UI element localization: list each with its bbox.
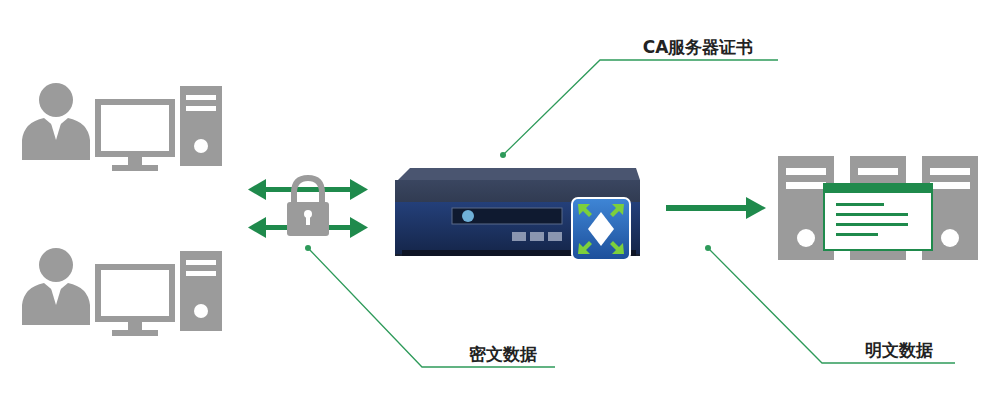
- encrypted-link: [248, 179, 368, 238]
- leader-dot: [500, 152, 506, 158]
- keyhole: [306, 215, 310, 225]
- pc-tower: [180, 251, 222, 331]
- window-titlebar: [824, 184, 932, 193]
- monitor: [98, 267, 172, 319]
- leader-line: [708, 248, 955, 363]
- callout-label: 密文数据: [467, 344, 539, 364]
- pc-tower: [180, 86, 222, 166]
- status-light: [462, 210, 474, 222]
- icon-arrow: [610, 204, 624, 217]
- port: [512, 232, 526, 241]
- arrow-head: [248, 217, 266, 238]
- lock-icon: [287, 178, 329, 236]
- icon-tile: [572, 198, 630, 260]
- drive-slot: [186, 260, 216, 265]
- lock-shackle: [294, 178, 322, 204]
- text-line: [836, 213, 908, 216]
- monitor: [98, 102, 172, 154]
- arrow-head: [350, 217, 368, 238]
- drive-slot: [186, 95, 216, 100]
- monitor-stand: [128, 321, 142, 331]
- drive-slot: [786, 182, 826, 189]
- drive-slot: [930, 168, 970, 175]
- arrow-head: [248, 179, 266, 200]
- icon-arrow: [610, 241, 624, 254]
- user-tie: [50, 285, 62, 305]
- gateway-icon: [572, 198, 630, 260]
- leader-line: [308, 248, 555, 367]
- window-frame: [824, 184, 932, 250]
- text-line: [836, 223, 908, 226]
- arrow-head: [350, 179, 368, 200]
- callout-label: CA服务器证书: [641, 37, 756, 57]
- drive-slot: [858, 168, 898, 175]
- text-line: [836, 233, 878, 236]
- drive-slot: [930, 182, 970, 189]
- appliance-top: [398, 168, 640, 180]
- arrow-head: [746, 197, 766, 219]
- power-button: [194, 304, 208, 318]
- leader-dot: [705, 245, 711, 251]
- user-body: [22, 283, 90, 325]
- leader-line: [503, 60, 778, 155]
- monitor-base: [112, 165, 158, 171]
- drive-slot: [786, 168, 826, 175]
- arrow-shaft: [262, 187, 354, 192]
- power-button: [194, 139, 208, 153]
- arrow-shaft: [666, 205, 748, 211]
- user-head: [39, 83, 73, 117]
- server-group: [778, 156, 978, 260]
- power-button: [797, 229, 815, 247]
- user-head: [39, 248, 73, 282]
- drive-slot: [186, 271, 216, 276]
- user-computer: [22, 83, 222, 171]
- power-button: [941, 229, 959, 247]
- leader-lines: [308, 60, 955, 367]
- monitor-base: [112, 330, 158, 336]
- user-body: [22, 118, 90, 160]
- callout-label: 明文数据: [863, 340, 935, 360]
- gateway-appliance: [395, 168, 640, 260]
- port: [530, 232, 544, 241]
- user-tie: [50, 120, 62, 140]
- lock-body: [287, 202, 329, 236]
- port: [548, 232, 562, 241]
- plaintext-arrow: [666, 197, 766, 219]
- document-window: [824, 184, 932, 250]
- user-computer: [22, 248, 222, 336]
- leader-dot: [305, 245, 311, 251]
- text-line: [836, 203, 884, 206]
- front-panel: [452, 208, 562, 224]
- monitor-stand: [128, 156, 142, 166]
- leader-dots: [305, 152, 711, 251]
- icon-arrow: [578, 241, 592, 254]
- icon-arrow: [578, 204, 592, 217]
- drive-slot: [186, 106, 216, 111]
- icon-diamond: [588, 212, 614, 246]
